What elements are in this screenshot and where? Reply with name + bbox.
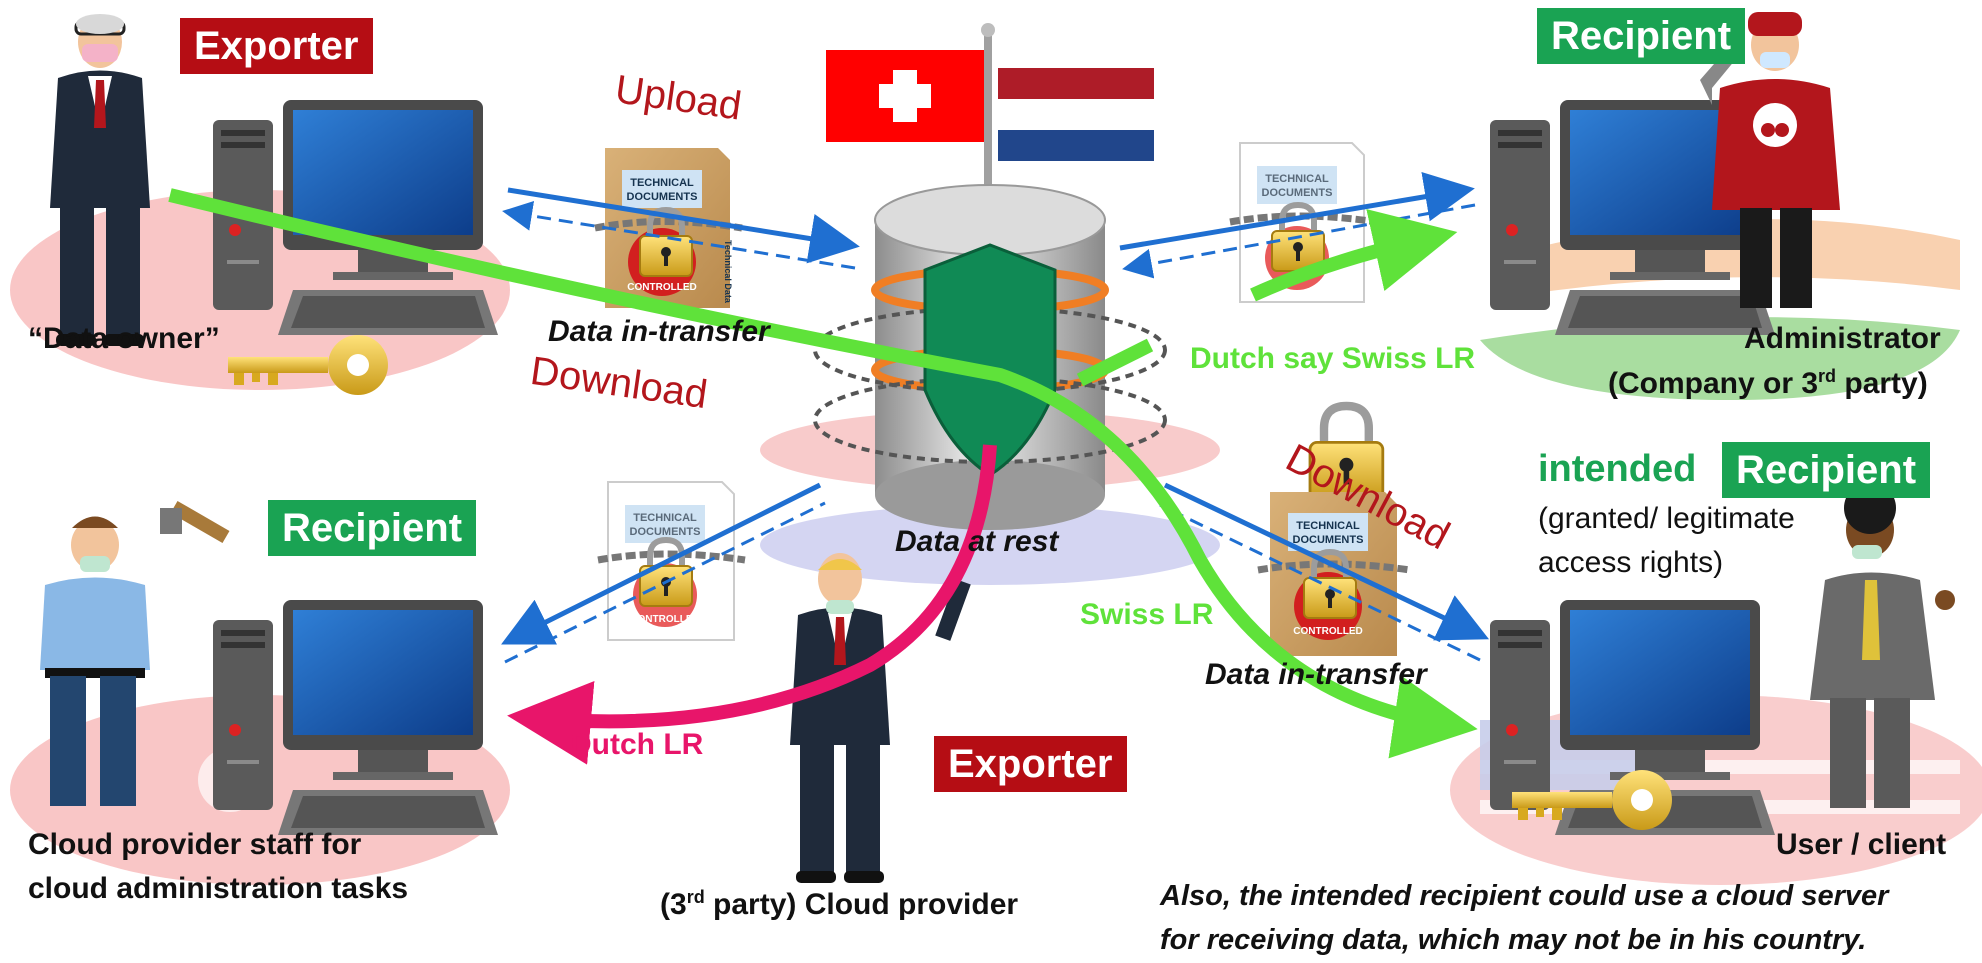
intended-label: intended [1538,448,1697,490]
document-title: TECHNICAL [1296,520,1360,532]
person-icon-cloud-provider [790,553,971,883]
granted-rights-line1: (granted/ legitimate [1538,502,1795,535]
cloud-staff-line2: cloud administration tasks [28,872,409,905]
upload-right-arrow [1119,171,1475,251]
document-title: DOCUMENTS [627,191,698,203]
data-owner-label: “Data owner” [28,322,220,355]
recipient-tag-right: Recipient [1722,442,1931,498]
administrator-subtitle: (Company or 3rd party) [1608,366,1928,400]
document-stamp: CONTROLLED [630,614,699,625]
document-stamp: CONTROLLED [627,282,696,293]
upload-right-return-arrow [1122,203,1476,279]
data-in-transfer-right-label: Data in-transfer [1205,658,1427,691]
document-title: DOCUMENTS [1262,187,1333,199]
person-icon-administrator [1700,12,1840,308]
document-title: DOCUMENTS [630,526,701,538]
flag-icon-switzerland-netherlands [826,23,1154,230]
transfer-arrows [501,171,1490,664]
recipient-tag-left: Recipient [268,500,477,556]
download-left-return-arrow [504,501,826,664]
person-icon-user-client [1810,482,1955,808]
document-icon-upload: TECHNICAL DOCUMENTS CONTROLLED Technical… [594,148,743,308]
swiss-lr-label: Swiss LR [1080,598,1214,631]
dutch-flow-segment [1076,338,1154,387]
dutch-say-swiss-lr-label: Dutch say Swiss LR [1190,342,1476,375]
exporter-tag-bottom: Exporter [934,736,1127,792]
data-at-rest-label: Data at rest [895,525,1059,558]
document-title: TECHNICAL [633,512,697,524]
document-spine: Technical Data [723,240,733,304]
cloud-staff-line1: Cloud provider staff for [28,828,362,861]
swiss-lr-flow [168,188,1478,759]
person-icon-cloud-staff [40,500,230,806]
document-title: TECHNICAL [1265,173,1329,185]
download-right-return-arrow [1159,503,1481,662]
data-in-transfer-left-label: Data in-transfer [548,315,770,348]
document-title: DOCUMENTS [1293,534,1364,546]
granted-rights-line2: access rights) [1538,546,1724,579]
note-line1: Also, the intended recipient could use a… [1160,880,1889,912]
recipient-tag-top: Recipient [1537,8,1746,64]
dutch-lr-label: Dutch LR [570,728,704,761]
download-right-arrow [1163,482,1490,641]
document-stamp: CONTROLLED [1293,626,1362,637]
document-icon-download-right: TECHNICAL DOCUMENTS CONTROLLED [1257,492,1411,656]
computer-icon-cloud-staff [213,600,498,835]
administrator-label: Administrator [1744,322,1941,355]
dutch-say-swiss-lr-flow [1250,209,1458,302]
upload-arrow [507,187,860,264]
user-client-label: User / client [1776,828,1947,861]
note-line2: for receiving data, which may not be in … [1160,924,1867,956]
cloud-provider-label: (3rd party) Cloud provider [660,887,1019,921]
upload-return-arrow [502,201,856,270]
document-title: TECHNICAL [630,177,694,189]
person-icon-data-owner [50,14,150,346]
exporter-tag: Exporter [180,18,373,74]
download-left-arrow [501,482,822,645]
dutch-lr-flow [507,444,997,765]
